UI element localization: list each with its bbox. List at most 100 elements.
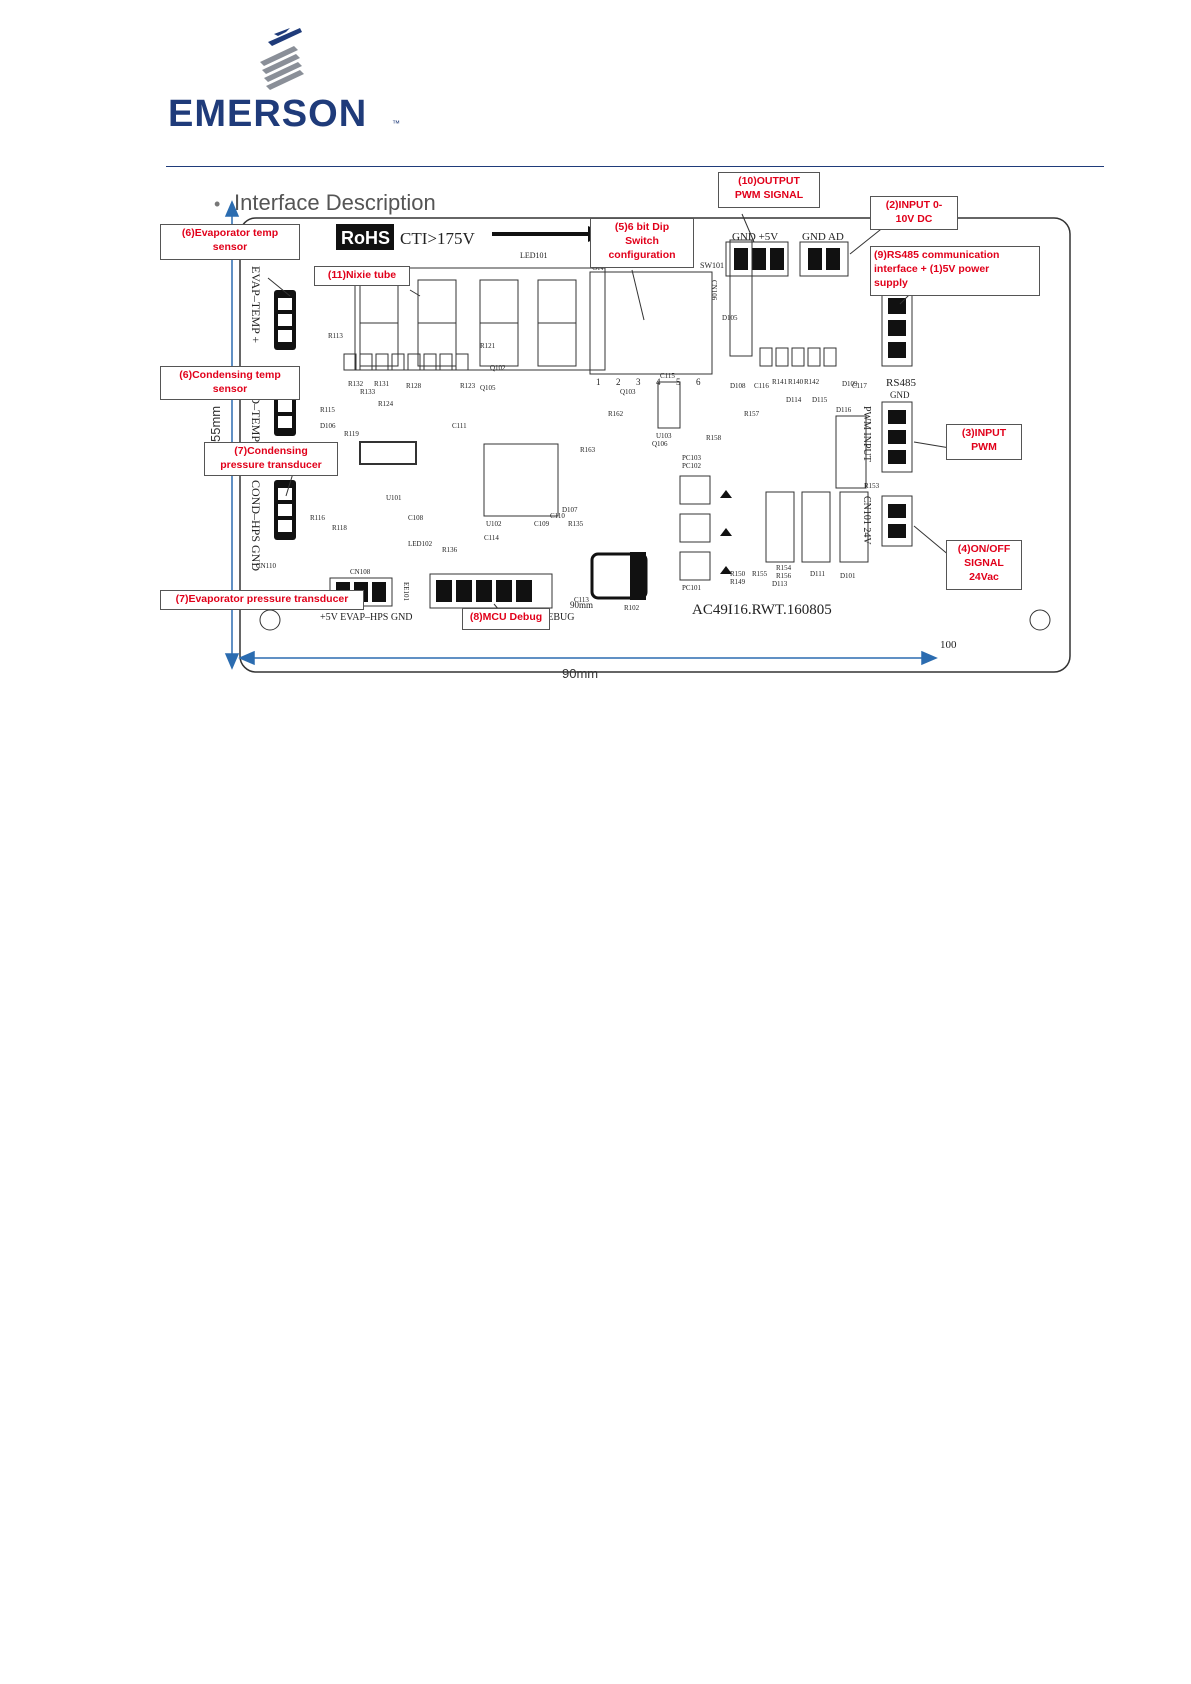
svg-text:R135: R135 xyxy=(568,520,584,528)
rohs-mark xyxy=(336,224,394,250)
svg-text:R163: R163 xyxy=(580,446,596,454)
svg-text:R133: R133 xyxy=(360,388,376,396)
callout-dip-switch: (5)6 bit Dip Switch configuration xyxy=(590,218,694,268)
callout-cond-pressure: (7)Condensing pressure transducer xyxy=(204,442,338,476)
svg-text:R155: R155 xyxy=(752,570,768,578)
svg-text:C117: C117 xyxy=(852,382,867,390)
svg-text:R150: R150 xyxy=(730,570,746,578)
nixie-frame xyxy=(354,267,606,371)
cn105-label: CN108 xyxy=(350,568,371,576)
emerson-logo-icon: EMERSON ™ xyxy=(168,28,400,135)
bullet: • xyxy=(214,194,220,214)
logo-tm: ™ xyxy=(392,119,400,128)
svg-text:Q105: Q105 xyxy=(480,384,496,392)
mount-hole xyxy=(1029,609,1051,631)
dim-partial: 100 xyxy=(940,639,957,651)
svg-text:C116: C116 xyxy=(754,382,769,390)
conn-24v-label: CN101 24V xyxy=(861,496,872,545)
svg-text:D107: D107 xyxy=(562,506,578,514)
sw101-label: SW101 xyxy=(700,261,724,270)
callout-input-pwm: (3)INPUT PWM xyxy=(946,424,1022,460)
left-connectors xyxy=(274,290,296,540)
board-id: AC49I16.RWT.160805 xyxy=(692,602,832,618)
emerson-logo: EMERSON ™ xyxy=(168,28,408,135)
cn103-label: CN106 xyxy=(710,280,718,301)
resistor-array-top xyxy=(343,347,837,371)
dimension-horizontal xyxy=(238,650,938,666)
svg-text:U101: U101 xyxy=(386,494,402,502)
section-heading: Interface Description xyxy=(234,190,436,215)
svg-text:Q102: Q102 xyxy=(490,364,506,372)
svg-text:R128: R128 xyxy=(406,382,422,390)
svg-text:D105: D105 xyxy=(722,314,738,322)
svg-text:U103: U103 xyxy=(656,432,672,440)
svg-text:R149: R149 xyxy=(730,578,746,586)
svg-text:R115: R115 xyxy=(320,406,335,414)
svg-text:2: 2 xyxy=(616,377,621,387)
conn-debug-label: DEBUG xyxy=(540,612,574,623)
svg-text:D106: D106 xyxy=(320,422,336,430)
svg-text:6: 6 xyxy=(696,377,701,387)
svg-text:R113: R113 xyxy=(328,332,343,340)
conn-input-label: GND AD xyxy=(802,231,844,243)
logo-text: EMERSON xyxy=(168,93,367,132)
onoff-connector xyxy=(881,495,913,547)
callout-onoff: (4)ON/OFF SIGNAL 24Vac xyxy=(946,540,1022,590)
svg-text:R157: R157 xyxy=(744,410,760,418)
svg-text:Q103: Q103 xyxy=(620,388,636,396)
svg-text:R153: R153 xyxy=(864,482,880,490)
svg-text:R102: R102 xyxy=(624,604,640,612)
conn-evap-hps-label: +5V EVAP–HPS GND xyxy=(320,612,413,623)
svg-text:R158: R158 xyxy=(706,434,722,442)
callout-mcu-debug: (8)MCU Debug xyxy=(462,608,550,630)
svg-text:PC101: PC101 xyxy=(682,584,702,592)
dim-height: 55mm xyxy=(208,406,223,442)
dimension-vertical xyxy=(224,200,240,670)
svg-text:3: 3 xyxy=(636,377,641,387)
optocouplers xyxy=(679,475,711,581)
svg-text:U102: U102 xyxy=(486,520,502,528)
svg-text:R142: R142 xyxy=(804,378,820,386)
svg-text:R121: R121 xyxy=(480,342,496,350)
svg-text:D113: D113 xyxy=(772,580,788,588)
callout-evap-temp: (6)Evaporator temp sensor xyxy=(160,224,300,260)
callout-input-0-10v: (2)INPUT 0- 10V DC xyxy=(870,196,958,230)
mcu-chip xyxy=(483,443,559,517)
svg-text:R119: R119 xyxy=(344,430,359,438)
svg-text:R116: R116 xyxy=(310,514,325,522)
svg-text:R141: R141 xyxy=(772,378,788,386)
callout-nixie-tube: (11)Nixie tube xyxy=(314,266,410,286)
svg-text:R118: R118 xyxy=(332,524,347,532)
dim-width: 90mm xyxy=(562,666,598,681)
svg-text:D111: D111 xyxy=(810,570,826,578)
svg-text:R132: R132 xyxy=(348,380,364,388)
svg-text:C110: C110 xyxy=(550,512,565,520)
svg-text:D109: D109 xyxy=(842,380,858,388)
callout-output-pwm: (10)OUTPUT PWM SIGNAL xyxy=(718,172,820,208)
left-label-hps: COND–HPS GND xyxy=(249,480,263,571)
svg-text:C109: C109 xyxy=(534,520,550,528)
led102-label: LED102 xyxy=(408,540,433,548)
svg-text:PC102: PC102 xyxy=(682,462,702,470)
svg-text:R162: R162 xyxy=(608,410,624,418)
svg-text:D108: D108 xyxy=(730,382,746,390)
svg-text:1: 1 xyxy=(596,377,601,387)
callout-evap-pressure: (7)Evaporator pressure transducer xyxy=(160,590,364,610)
relay-blocks xyxy=(729,239,869,563)
svg-text:C108: C108 xyxy=(408,514,424,522)
header-rule xyxy=(166,166,1104,167)
svg-text:R123: R123 xyxy=(460,382,476,390)
svg-text:PC103: PC103 xyxy=(682,454,702,462)
dip-switch-body xyxy=(589,271,713,375)
svg-text:D115: D115 xyxy=(812,396,828,404)
svg-text:R131: R131 xyxy=(374,380,390,388)
svg-text:C111: C111 xyxy=(452,422,467,430)
dim-width-inner: 90mm xyxy=(570,600,593,610)
rohs-text: RoHS xyxy=(341,228,390,248)
svg-text:R156: R156 xyxy=(776,572,792,580)
svg-text:D116: D116 xyxy=(836,406,852,414)
ref-designators: R113 R115 R116 R118 R119 R121 R123 R124 … xyxy=(310,314,880,612)
conn-rs485-label: RS485 xyxy=(886,377,916,389)
svg-text:C114: C114 xyxy=(484,534,499,542)
led101-label: LED101 xyxy=(520,251,548,260)
